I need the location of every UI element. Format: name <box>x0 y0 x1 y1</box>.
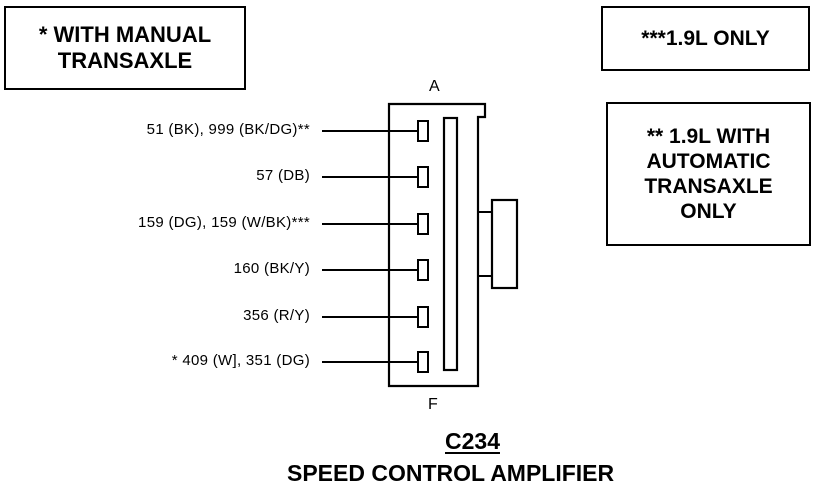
note-automatic-line-3: TRANSAXLE <box>644 175 773 198</box>
wire-label-4: 160 (BK/Y) <box>233 260 310 277</box>
wire-label-6: * 409 (W], 351 (DG) <box>171 352 310 369</box>
wire-3 <box>322 213 429 235</box>
wire-1 <box>322 120 429 142</box>
wire-label-3: 159 (DG), 159 (W/BK)*** <box>138 214 310 231</box>
wire-5 <box>322 306 429 328</box>
note-automatic-line-4: ONLY <box>680 200 737 224</box>
note-automatic-transaxle: ** 1.9L WITH AUTOMATIC TRANSAXLE ONLY <box>606 102 811 246</box>
wire-4 <box>322 259 429 281</box>
wire-label-2: 57 (DB) <box>256 167 310 184</box>
terminal-2 <box>417 166 429 188</box>
terminal-6 <box>417 351 429 373</box>
connector-id: C234 <box>445 428 500 454</box>
connector-inner-slot <box>442 116 459 372</box>
note-manual-line-2: TRANSAXLE <box>57 48 193 73</box>
wire-label-1: 51 (BK), 999 (BK/DG)** <box>146 121 310 138</box>
connector-name: SPEED CONTROL AMPLIFIER <box>287 460 615 486</box>
terminal-5 <box>417 306 429 328</box>
terminal-3 <box>417 213 429 235</box>
pin-label-a: A <box>429 78 440 95</box>
note-automatic-line-2: AUTOMATIC <box>646 149 771 173</box>
wire-label-5: 356 (R/Y) <box>243 307 310 324</box>
terminal-4 <box>417 259 429 281</box>
terminal-1 <box>417 120 429 142</box>
note-1-9l-only-text: ***1.9L ONLY <box>641 26 770 50</box>
note-automatic-line-1: ** 1.9L WITH <box>646 124 771 148</box>
wire-2 <box>322 166 429 188</box>
wire-6 <box>322 351 429 373</box>
connector-latch <box>490 198 519 290</box>
note-manual-line-1: * WITH MANUAL <box>38 21 212 47</box>
connector-body <box>387 102 487 388</box>
note-1-9l-only: ***1.9L ONLY <box>601 6 810 71</box>
pin-label-f: F <box>428 396 438 413</box>
note-manual-transaxle: * WITH MANUAL TRANSAXLE <box>4 6 246 90</box>
